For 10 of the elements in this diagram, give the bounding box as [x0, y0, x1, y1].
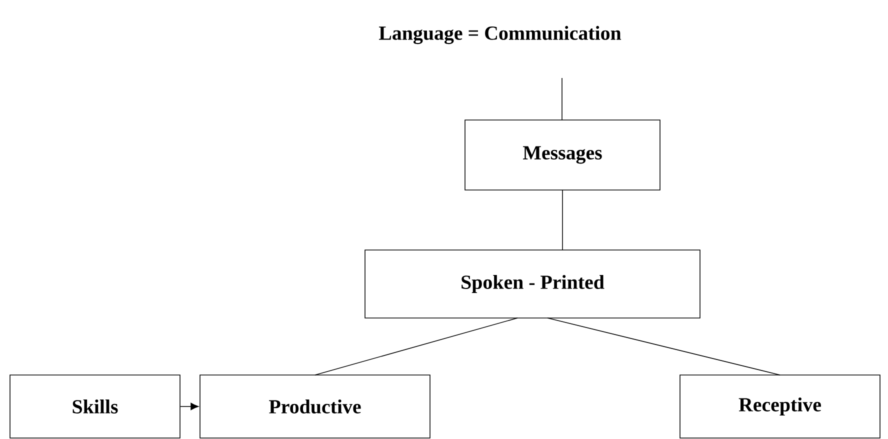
process-box: Skills [10, 374, 180, 438]
connector-line [562, 190, 563, 250]
process-box: Receptive [680, 374, 880, 438]
connector-line [547, 318, 780, 376]
heading-text: Language = Communication [378, 26, 622, 44]
process-box: Productive [200, 374, 430, 438]
process-box: Spoken - Printed [364, 250, 700, 318]
connector-line [180, 402, 199, 410]
process-box: Messages [464, 120, 660, 190]
connector-line [314, 318, 518, 376]
